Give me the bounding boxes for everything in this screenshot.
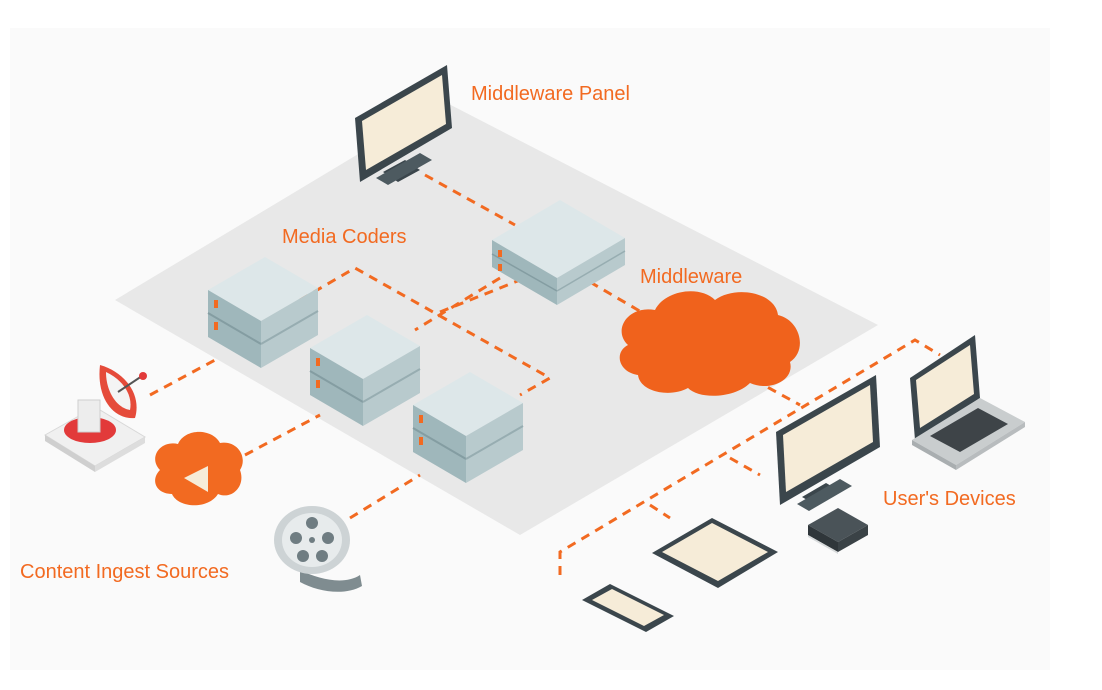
cloud-icon xyxy=(619,291,800,396)
cloud-play-icon xyxy=(155,431,243,506)
monitor-icon xyxy=(776,375,880,511)
connector-film-coders xyxy=(349,473,421,520)
laptop-icon xyxy=(910,335,1025,470)
platform xyxy=(115,102,878,535)
connector-cloudplay-coders xyxy=(244,413,321,457)
label-middleware-panel: Middleware Panel xyxy=(471,83,630,105)
server-icon xyxy=(207,257,319,368)
label-users-devices: User's Devices xyxy=(883,488,1016,510)
smartphone-icon xyxy=(582,584,674,632)
server-icon xyxy=(309,315,421,426)
monitor-icon xyxy=(355,65,452,185)
connector-middleware-cloud xyxy=(589,280,656,322)
set-top-box-icon xyxy=(808,508,868,554)
film-reel-icon xyxy=(274,506,362,592)
connector-cloud-devices xyxy=(739,370,801,407)
connector-coders-link xyxy=(439,278,521,314)
label-content-ingest-sources: Content Ingest Sources xyxy=(20,561,229,583)
connector-panel-middleware xyxy=(424,173,516,227)
connector-devices-bus xyxy=(558,338,941,575)
connector-coders-bracket xyxy=(299,266,554,397)
satellite-dish-icon xyxy=(44,365,147,472)
tablet-icon xyxy=(652,518,778,588)
connector-bus-tablet xyxy=(649,503,671,520)
label-media-coders: Media Coders xyxy=(282,226,407,248)
connector-satellite-coders xyxy=(149,358,216,397)
connector-bus-monitor xyxy=(729,456,761,477)
middleware-server-icon xyxy=(491,200,626,305)
connectors xyxy=(149,173,941,575)
server-icon xyxy=(412,372,524,483)
label-middleware: Middleware xyxy=(640,266,742,288)
